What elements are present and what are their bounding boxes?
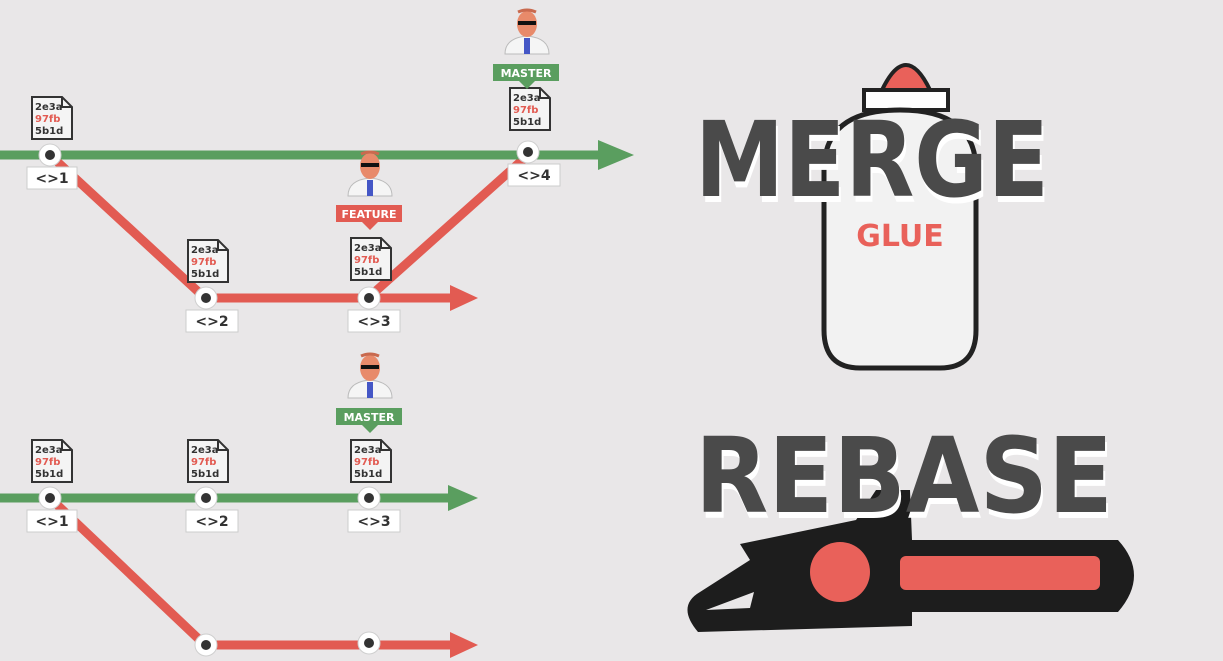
feature-branch-rebase-line bbox=[46, 494, 465, 650]
hash-line-3: 5b1d bbox=[35, 126, 63, 137]
master-pointer-rebase: MASTER bbox=[336, 352, 402, 433]
hash-line-1: 2e3a bbox=[191, 245, 218, 256]
commit-m3: 2e3a 97fb 5b1d <>3 bbox=[347, 237, 401, 333]
hash-line-2: 97fb bbox=[191, 457, 216, 468]
commit-label: <>4 bbox=[517, 168, 550, 184]
feature-arrow-head bbox=[450, 285, 478, 311]
hash-line-3: 5b1d bbox=[191, 269, 219, 280]
glue-label: GLUE bbox=[856, 219, 944, 254]
master-tag: MASTER bbox=[501, 67, 552, 80]
hash-line-1: 2e3a bbox=[513, 93, 540, 104]
master-arrow-head bbox=[448, 485, 478, 511]
hash-line-2: 97fb bbox=[35, 114, 60, 125]
developer-avatar-icon bbox=[346, 352, 394, 400]
feature-pointer: FEATURE bbox=[336, 150, 402, 230]
hash-line-2: 97fb bbox=[513, 105, 538, 116]
rebase-title: REBASE bbox=[695, 415, 1113, 537]
feature-branch-merge-line bbox=[46, 151, 465, 303]
commit-label: <>1 bbox=[35, 514, 68, 530]
master-tag: MASTER bbox=[344, 411, 395, 424]
hash-line-3: 5b1d bbox=[35, 469, 63, 480]
commit-r1: 2e3a 97fb 5b1d <>1 bbox=[26, 439, 78, 533]
commit-label: <>1 bbox=[35, 171, 68, 187]
merge-title: MERGE bbox=[695, 99, 1049, 221]
hash-line-2: 97fb bbox=[354, 457, 379, 468]
commit-label: <>3 bbox=[357, 314, 390, 330]
hash-line-1: 2e3a bbox=[191, 445, 218, 456]
hash-line-1: 2e3a bbox=[354, 445, 381, 456]
hash-line-3: 5b1d bbox=[354, 469, 382, 480]
hash-line-1: 2e3a bbox=[35, 102, 62, 113]
hash-line-3: 5b1d bbox=[513, 117, 541, 128]
commit-label: <>2 bbox=[195, 514, 228, 530]
master-pointer-merge: MASTER bbox=[493, 8, 559, 89]
rebased-commit-node bbox=[357, 631, 381, 655]
commit-r3: 2e3a 97fb 5b1d <>3 bbox=[347, 439, 401, 533]
commit-label: <>3 bbox=[357, 514, 390, 530]
hash-line-2: 97fb bbox=[35, 457, 60, 468]
rebase-diagram: 2e3a 97fb 5b1d <>1 2e3a 97fb 5b1d <>2 bbox=[0, 352, 478, 658]
chainsaw-icon bbox=[687, 490, 1134, 632]
hash-line-1: 2e3a bbox=[35, 445, 62, 456]
glue-bottle-icon: GLUE bbox=[821, 63, 979, 371]
feature-tag: FEATURE bbox=[341, 208, 396, 221]
commit-r2: 2e3a 97fb 5b1d <>2 bbox=[185, 439, 239, 533]
commit-m2: 2e3a 97fb 5b1d <>2 bbox=[185, 239, 239, 333]
hash-line-3: 5b1d bbox=[191, 469, 219, 480]
rebased-commit-node bbox=[194, 633, 218, 657]
hash-line-2: 97fb bbox=[191, 257, 216, 268]
merge-title-shadow: MERGE bbox=[697, 105, 1051, 227]
commit-label: <>2 bbox=[195, 314, 228, 330]
merge-back-line bbox=[363, 150, 533, 303]
master-arrow-head bbox=[598, 140, 634, 170]
hash-line-1: 2e3a bbox=[354, 243, 381, 254]
hash-line-3: 5b1d bbox=[354, 267, 382, 278]
merge-diagram: 2e3a 97fb 5b1d <>1 2e3a 97fb 5b1d <>2 bbox=[0, 8, 634, 333]
commit-m4: 2e3a 97fb 5b1d <>4 bbox=[507, 87, 561, 187]
rebase-title-shadow: REBASE bbox=[697, 421, 1115, 543]
feature-arrow-head bbox=[450, 632, 478, 658]
developer-avatar-icon bbox=[503, 8, 551, 56]
commit-m1: 2e3a 97fb 5b1d <>1 bbox=[26, 96, 78, 190]
hash-line-2: 97fb bbox=[354, 255, 379, 266]
